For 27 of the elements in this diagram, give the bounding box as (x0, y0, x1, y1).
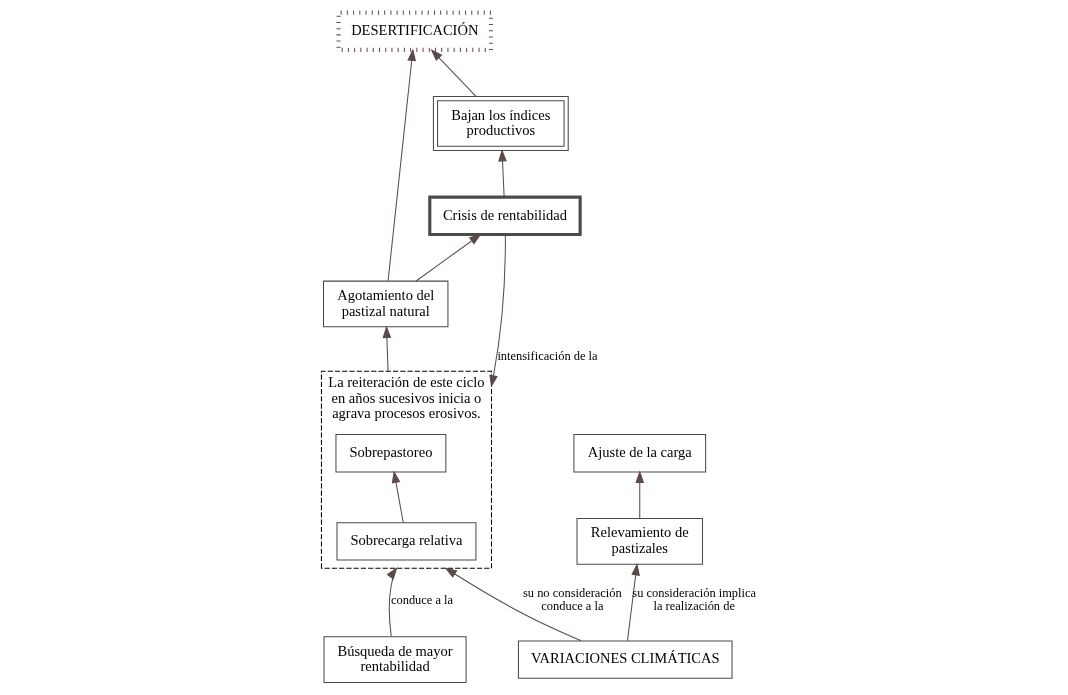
arrow (498, 149, 507, 198)
arrow (415, 233, 482, 282)
arrow (391, 470, 404, 524)
node-box: Relevamiento de pastizales (576, 518, 703, 565)
edge-label: intensificación de la (497, 348, 598, 363)
node-box: Crisis de rentabilidad (428, 195, 582, 237)
arrow (387, 48, 417, 282)
node-box: VARIACIONES CLIMÁTICAS (517, 640, 733, 679)
node-box: Ajuste de la carga (573, 434, 707, 473)
arrow (444, 567, 582, 642)
edge-label: su no consideración conduce a la (522, 585, 622, 614)
edge-label: conduce a la (390, 592, 454, 607)
node-box: Sobrecarga relativa (336, 522, 477, 561)
arrow (635, 470, 645, 519)
node-box: Sobrepastoreo (335, 434, 447, 473)
cluster (320, 370, 492, 569)
node-box: Bajan los índices productivos (432, 96, 569, 151)
arrow (430, 48, 477, 97)
arrow (386, 567, 398, 638)
node-label: La reiteración de este ciclo en años sucesivos inicia o agrava procesos erosivos. (328, 374, 485, 422)
arrow (489, 233, 506, 388)
edge-label: su consideración implica la realización de (632, 585, 757, 614)
node-box: Agotamiento del pastizal natural (323, 280, 449, 328)
node-box: Búsqueda de mayor rentabilidad (323, 636, 467, 683)
arrow (382, 325, 392, 372)
arrow (626, 563, 640, 642)
node-box: DESERTIFICACIÓN (336, 10, 494, 52)
